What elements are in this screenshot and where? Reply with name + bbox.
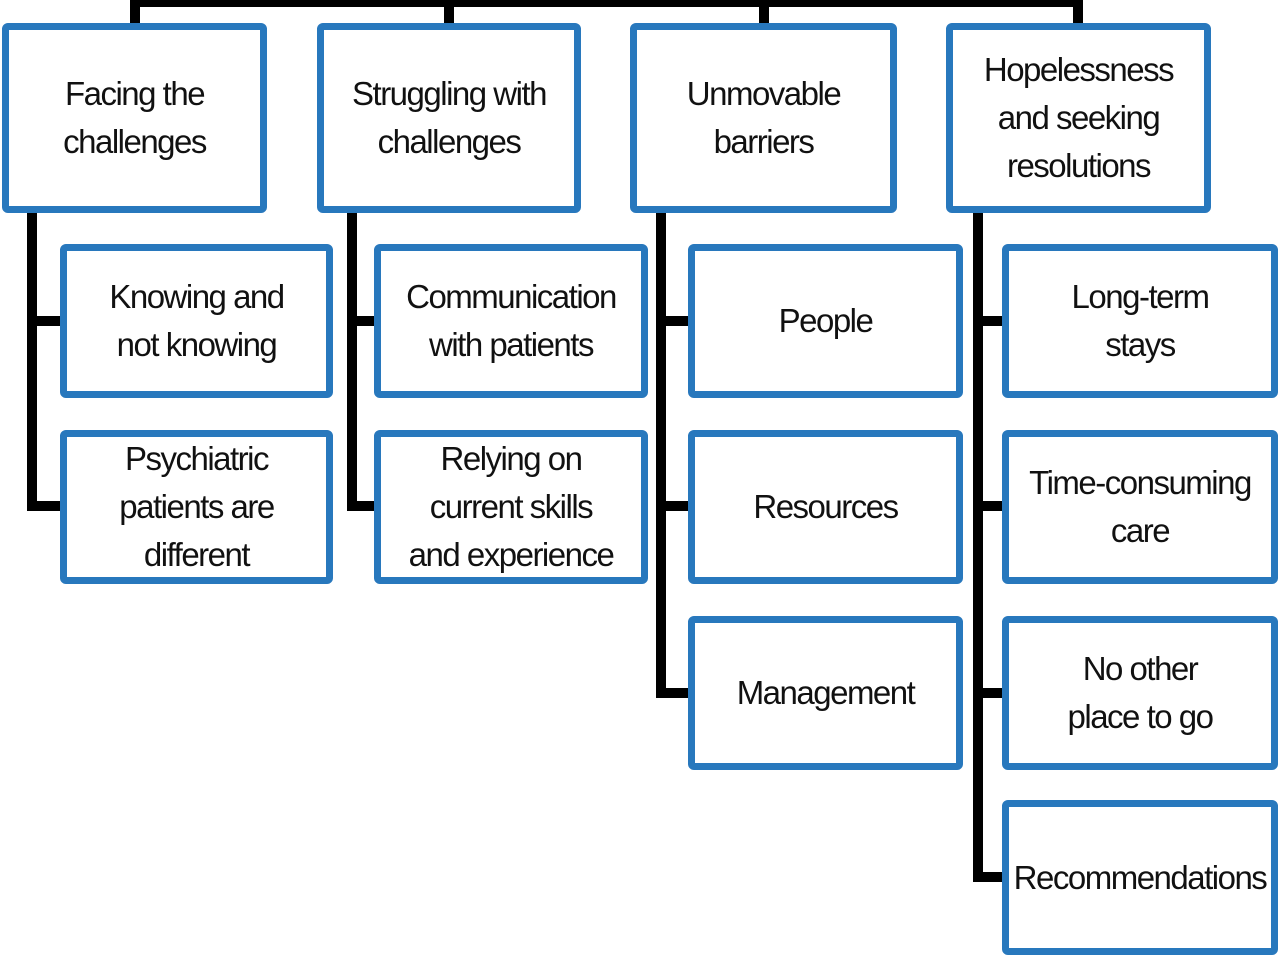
subtheme-management-label: Management — [736, 674, 916, 711]
connector-stub-management — [656, 688, 693, 698]
connector-stub-noother — [973, 688, 1007, 698]
theme-struggling-challenges-box: Struggling with challenges — [317, 23, 581, 213]
subtheme-timeconsuming-label: Time-consuming care — [1029, 464, 1252, 549]
connector-drop-facing — [27, 206, 37, 511]
connector-stub-people — [656, 316, 693, 326]
connector-stub-recommendations — [973, 872, 1007, 882]
theme-facing-challenges-label: Facing the challenges — [63, 75, 207, 160]
connector-drop-hopelessness — [973, 206, 983, 882]
subtheme-resources-label: Resources — [753, 488, 899, 525]
subtheme-resources-box: Resources — [688, 430, 963, 584]
connector-top-stub-facing — [130, 0, 140, 30]
theme-hopelessness-label: Hopelessness and seeking resolutions — [983, 51, 1175, 184]
subtheme-people-box: People — [688, 244, 963, 398]
connector-top-rail — [131, 0, 1083, 7]
theme-unmovable-barriers-box: Unmovable barriers — [630, 23, 897, 213]
subtheme-noother-box: No other place to go — [1002, 616, 1278, 770]
subtheme-psychiatric-box: Psychiatric patients are different — [60, 430, 333, 584]
subtheme-timeconsuming-box: Time-consuming care — [1002, 430, 1278, 584]
connector-stub-resources — [656, 501, 693, 511]
subtheme-knowing-box: Knowing and not knowing — [60, 244, 333, 398]
theme-struggling-challenges-label: Struggling with challenges — [352, 75, 547, 160]
subtheme-management-box: Management — [688, 616, 963, 770]
connector-drop-struggling — [347, 206, 357, 511]
subtheme-relying-box: Relying on current skills and experience — [374, 430, 648, 584]
subtheme-longterm-box: Long-term stays — [1002, 244, 1278, 398]
theme-facing-challenges-box: Facing the challenges — [2, 23, 267, 213]
subtheme-people-label: People — [778, 302, 874, 339]
theme-hopelessness-box: Hopelessness and seeking resolutions — [946, 23, 1211, 213]
connector-stub-longterm — [973, 316, 1007, 326]
subtheme-recommendations-box: Recommendations — [1002, 800, 1278, 955]
subtheme-relying-label: Relying on current skills and experience — [408, 440, 615, 573]
connector-top-stub-unmovable — [759, 0, 769, 30]
connector-top-stub-struggling — [444, 0, 454, 30]
connector-stub-knowing — [27, 316, 65, 326]
subtheme-longterm-label: Long-term stays — [1071, 278, 1210, 363]
subtheme-knowing-label: Knowing and not knowing — [109, 278, 285, 363]
connector-stub-psychiatric — [27, 501, 65, 511]
connector-top-stub-hopelessness — [1073, 0, 1083, 30]
subtheme-psychiatric-label: Psychiatric patients are different — [119, 440, 275, 573]
subtheme-communication-box: Communication with patients — [374, 244, 648, 398]
connector-stub-timeconsuming — [973, 501, 1007, 511]
connector-stub-relying — [347, 501, 379, 511]
connector-drop-unmovable — [656, 206, 666, 698]
connector-stub-communication — [347, 316, 379, 326]
theme-unmovable-barriers-label: Unmovable barriers — [686, 75, 842, 160]
subtheme-noother-label: No other place to go — [1067, 650, 1214, 735]
subtheme-communication-label: Communication with patients — [406, 278, 617, 363]
subtheme-recommendations-label: Recommendations — [1013, 858, 1268, 896]
